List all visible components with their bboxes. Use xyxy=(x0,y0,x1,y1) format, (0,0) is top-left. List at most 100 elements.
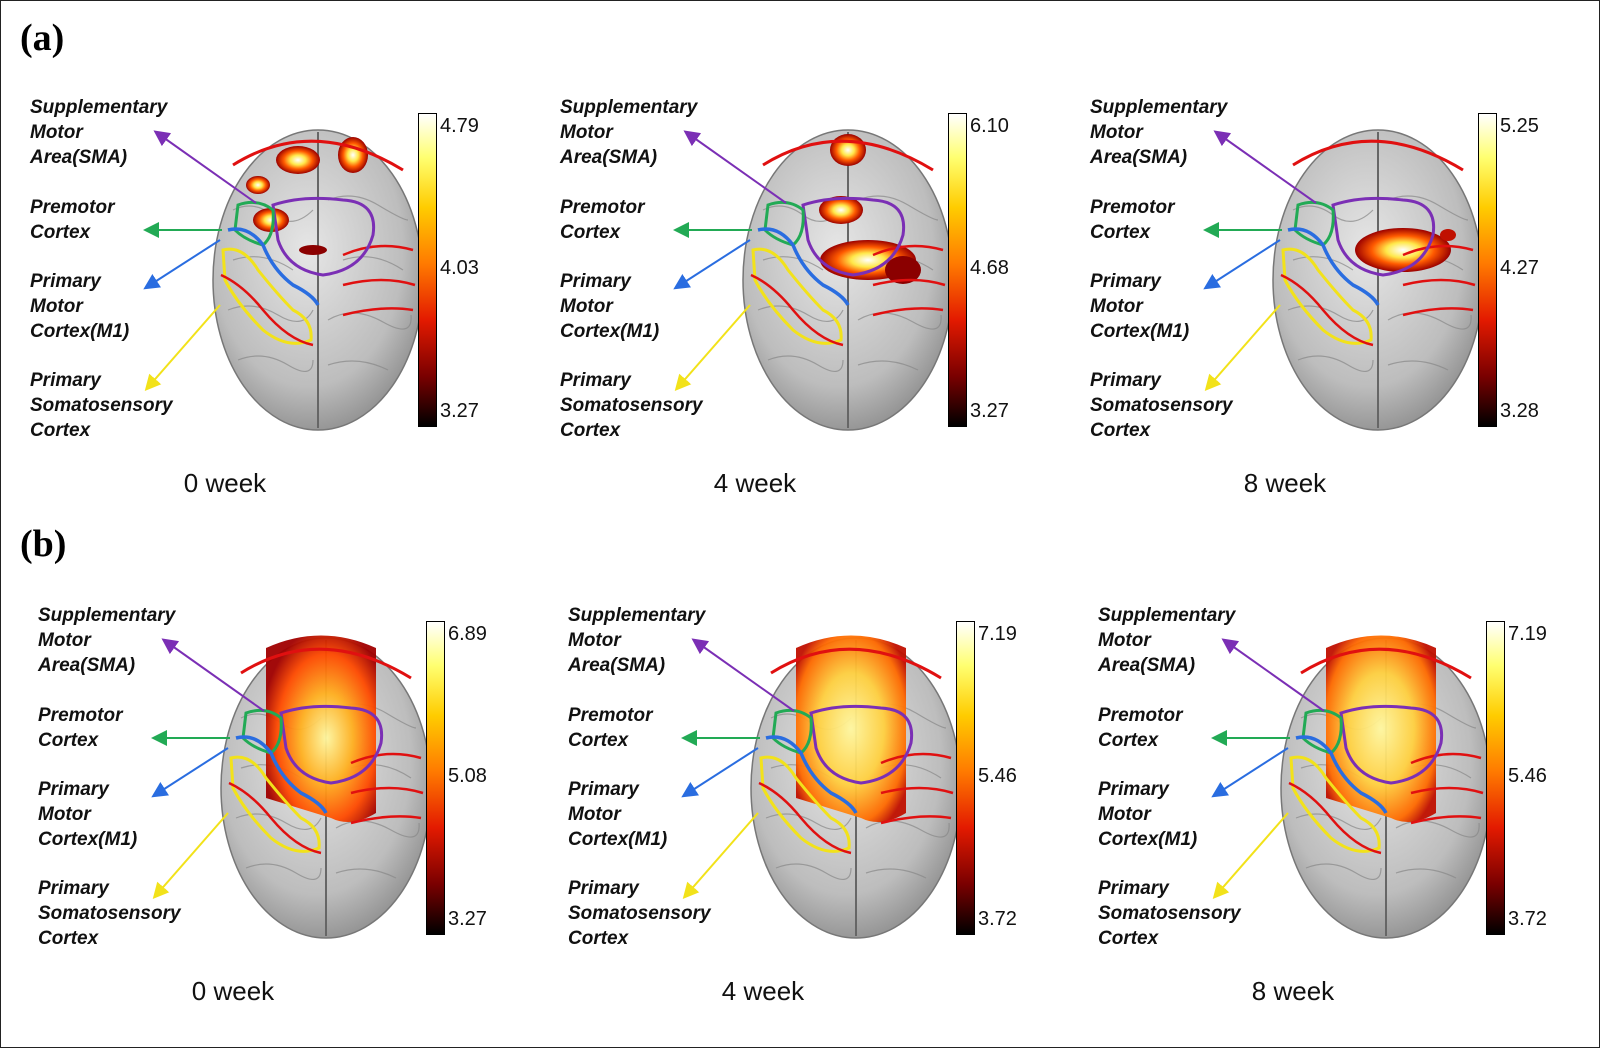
region-label-m1: Motor xyxy=(38,804,91,825)
region-label-premotor: Cortex xyxy=(568,730,629,751)
panel-caption: 0 week xyxy=(191,976,275,1006)
region-label-sma: Motor xyxy=(1090,122,1143,143)
region-label-s1: Cortex xyxy=(1098,928,1159,949)
colorbar xyxy=(1486,621,1505,935)
region-label-sma: Area(SMA) xyxy=(568,655,666,676)
region-label-m1: Motor xyxy=(1098,804,1151,825)
region-label-premotor: Cortex xyxy=(30,222,91,243)
region-label-s1: Cortex xyxy=(1090,420,1151,441)
region-label-m1: Cortex(M1) xyxy=(1090,321,1190,342)
colorbar xyxy=(418,113,437,427)
region-label-premotor: Premotor xyxy=(560,197,645,218)
region-label-m1: Primary xyxy=(38,779,109,800)
colorbar-mid: 4.68 xyxy=(970,257,1009,279)
colorbar-min: 3.28 xyxy=(1500,400,1539,422)
region-label-sma: Supplementary xyxy=(38,605,176,626)
brain-map xyxy=(201,618,451,948)
region-label-sma: Area(SMA) xyxy=(560,147,658,168)
region-label-m1: Cortex(M1) xyxy=(560,321,660,342)
region-label-sma: Motor xyxy=(560,122,613,143)
region-label-s1: Somatosensory xyxy=(1090,395,1233,416)
colorbar-max: 5.25 xyxy=(1500,115,1539,137)
region-label-sma: Area(SMA) xyxy=(1098,655,1196,676)
region-label-s1: Somatosensory xyxy=(568,903,711,924)
region-label-sma: Supplementary xyxy=(568,605,706,626)
colorbar-max: 7.19 xyxy=(1508,623,1547,645)
region-label-sma: Supplementary xyxy=(1090,97,1228,118)
panel-caption: 8 week xyxy=(1251,976,1335,1006)
brain-map xyxy=(723,110,973,440)
colorbar-mid: 5.08 xyxy=(448,765,487,787)
region-label-premotor: Premotor xyxy=(1098,705,1183,726)
colorbar-min: 3.27 xyxy=(970,400,1009,422)
brain-map xyxy=(1261,618,1511,948)
region-label-premotor: Premotor xyxy=(38,705,123,726)
colorbar-mid: 5.46 xyxy=(978,765,1017,787)
region-label-s1: Primary xyxy=(30,370,101,391)
colorbar-mid: 4.27 xyxy=(1500,257,1539,279)
colorbar xyxy=(948,113,967,427)
region-label-m1: Motor xyxy=(1090,296,1143,317)
region-label-premotor: Cortex xyxy=(38,730,99,751)
region-label-premotor: Cortex xyxy=(560,222,621,243)
region-label-sma: Area(SMA) xyxy=(1090,147,1188,168)
colorbar-min: 3.27 xyxy=(448,908,487,930)
region-label-sma: Motor xyxy=(568,630,621,651)
colorbar-min: 3.27 xyxy=(440,400,479,422)
region-label-m1: Cortex(M1) xyxy=(568,829,668,850)
region-label-premotor: Premotor xyxy=(568,705,653,726)
colorbar-max: 7.19 xyxy=(978,623,1017,645)
panel-caption: 0 week xyxy=(183,468,267,498)
region-label-s1: Primary xyxy=(1090,370,1161,391)
region-label-s1: Somatosensory xyxy=(30,395,173,416)
region-label-sma: Motor xyxy=(38,630,91,651)
region-label-sma: Supplementary xyxy=(30,97,168,118)
region-label-m1: Cortex(M1) xyxy=(38,829,138,850)
colorbar-min: 3.72 xyxy=(1508,908,1547,930)
region-label-s1: Somatosensory xyxy=(1098,903,1241,924)
region-label-m1: Primary xyxy=(30,271,101,292)
region-label-s1: Primary xyxy=(560,370,631,391)
colorbar xyxy=(956,621,975,935)
colorbar-min: 3.72 xyxy=(978,908,1017,930)
region-label-m1: Motor xyxy=(568,804,621,825)
region-label-s1: Primary xyxy=(38,878,109,899)
colorbar xyxy=(426,621,445,935)
region-label-s1: Cortex xyxy=(560,420,621,441)
region-label-s1: Somatosensory xyxy=(560,395,703,416)
region-label-m1: Motor xyxy=(30,296,83,317)
region-label-sma: Supplementary xyxy=(560,97,698,118)
region-label-s1: Primary xyxy=(568,878,639,899)
colorbar-mid: 4.03 xyxy=(440,257,479,279)
colorbar xyxy=(1478,113,1497,427)
region-label-sma: Area(SMA) xyxy=(30,147,128,168)
region-label-premotor: Cortex xyxy=(1090,222,1151,243)
region-label-premotor: Premotor xyxy=(1090,197,1175,218)
region-label-m1: Primary xyxy=(1090,271,1161,292)
region-label-m1: Cortex(M1) xyxy=(1098,829,1198,850)
region-label-m1: Cortex(M1) xyxy=(30,321,130,342)
region-label-premotor: Premotor xyxy=(30,197,115,218)
region-label-sma: Area(SMA) xyxy=(38,655,136,676)
region-label-m1: Primary xyxy=(560,271,631,292)
region-label-m1: Primary xyxy=(568,779,639,800)
region-label-s1: Somatosensory xyxy=(38,903,181,924)
panel-caption: 4 week xyxy=(713,468,797,498)
colorbar-max: 4.79 xyxy=(440,115,479,137)
colorbar-mid: 5.46 xyxy=(1508,765,1547,787)
region-label-premotor: Cortex xyxy=(1098,730,1159,751)
region-label-s1: Cortex xyxy=(568,928,629,949)
region-label-m1: Primary xyxy=(1098,779,1169,800)
region-label-s1: Cortex xyxy=(30,420,91,441)
colorbar-max: 6.89 xyxy=(448,623,487,645)
brain-map xyxy=(731,618,981,948)
colorbar-max: 6.10 xyxy=(970,115,1009,137)
region-label-s1: Cortex xyxy=(38,928,99,949)
row-a-label: (a) xyxy=(20,17,65,59)
region-label-s1: Primary xyxy=(1098,878,1169,899)
row-b-label: (b) xyxy=(20,523,67,565)
